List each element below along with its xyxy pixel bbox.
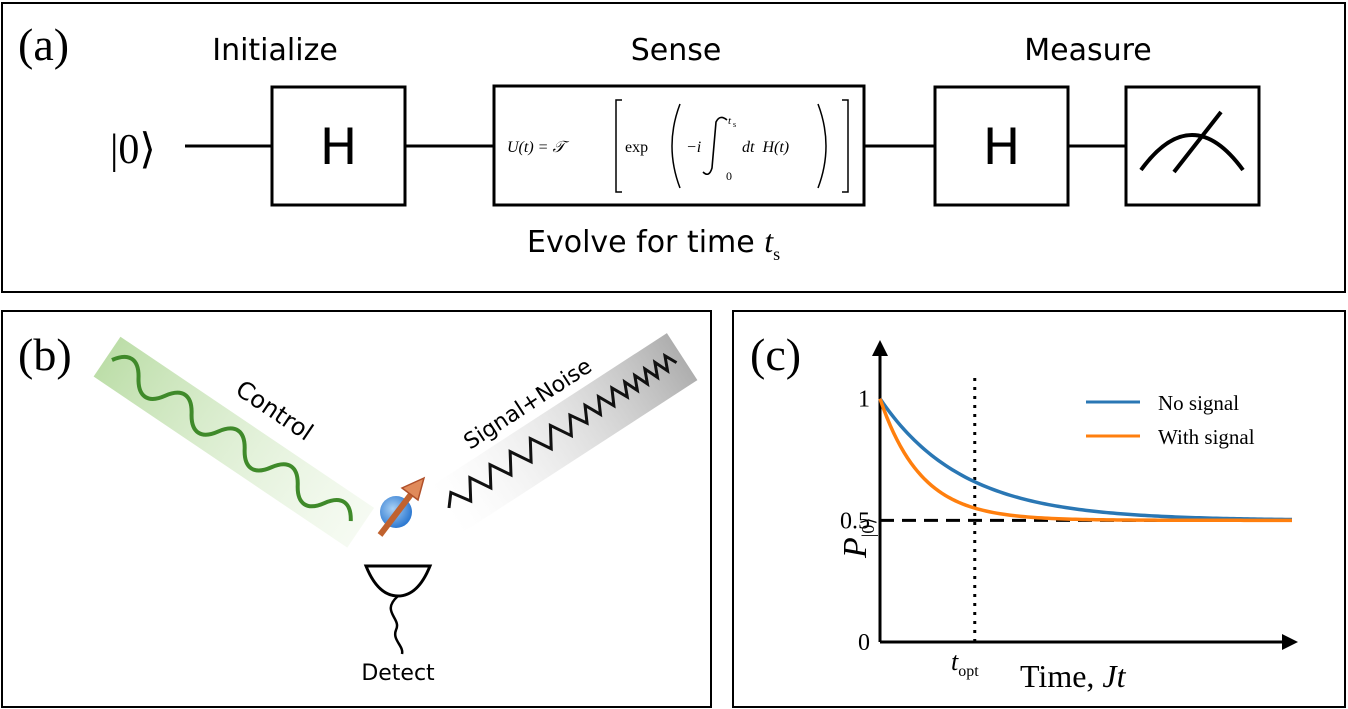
series-line-no-signal <box>878 397 1293 522</box>
integral-sign <box>702 116 728 176</box>
noisy-signal-icon <box>447 352 678 509</box>
hadamard-gate-1 <box>270 85 407 207</box>
spin-arrow-head <box>400 476 426 502</box>
unitary-exp: exp <box>625 139 648 156</box>
input-state: |0⟩ <box>110 127 156 173</box>
spin-arrow-shaft <box>377 491 415 537</box>
panel-a-frame <box>1 2 1346 293</box>
t-opt-label: topt <box>951 647 979 680</box>
qubit-icon <box>377 476 426 537</box>
y-axis-label: P|0⟩ <box>837 518 878 559</box>
meter-icon <box>1139 110 1245 174</box>
signal-noise-beam <box>430 333 698 534</box>
detector-cable <box>389 595 404 655</box>
stage-sense: Sense <box>631 33 722 68</box>
panel-c-label: (c) <box>750 329 801 380</box>
y-tick-label: 0 <box>858 630 870 656</box>
control-wave-icon <box>111 354 353 522</box>
legend-label-with-signal: With signal <box>1158 425 1255 449</box>
legend-label-no-signal: No signal <box>1158 391 1239 415</box>
y-tick-label: 0.5 <box>840 508 870 534</box>
x-axis-arrow-icon <box>1282 634 1298 650</box>
left-paren <box>671 103 681 189</box>
y-tick-labels: 00.51 <box>840 387 870 656</box>
evolve-text: Evolve for time ts <box>527 223 780 264</box>
hadamard-gate-2-label: H <box>983 118 1021 176</box>
panel-b: (b) Control Signal+Noise Detect <box>1 310 712 708</box>
unitary-minus-i: −i <box>686 139 701 156</box>
stage-initialize: Initialize <box>212 33 338 68</box>
panel-c-frame <box>732 310 1346 708</box>
detector-icon <box>363 564 433 655</box>
upper-limit: t <box>728 115 732 127</box>
right-paren <box>817 103 827 189</box>
panel-c: (c) 00.51 P|0⟩ topt Time, Jt No signal W… <box>732 310 1346 708</box>
lower-limit: 0 <box>726 169 732 183</box>
hadamard-gate-2 <box>933 85 1070 207</box>
unitary-lhs: U(t) = 𝒯 <box>507 139 569 156</box>
upper-limit-sub: s <box>733 120 736 129</box>
unitary-integrand: dt H(t) <box>742 139 789 156</box>
y-tick-label: 1 <box>858 387 870 413</box>
detect-label: Detect <box>361 661 435 686</box>
stage-measure: Measure <box>1024 33 1152 68</box>
panel-a: (a) Initialize Sense Measure |0⟩ H U(t) … <box>1 2 1346 293</box>
legend: No signal With signal <box>1086 391 1255 449</box>
panel-a-label: (a) <box>18 19 69 70</box>
hadamard-gate-1-label: H <box>320 118 358 176</box>
detector-dish <box>363 564 433 598</box>
panel-b-label: (b) <box>18 329 72 380</box>
left-bracket <box>615 99 622 193</box>
series-line-with-signal <box>878 398 1292 523</box>
control-beam-glow <box>93 336 375 548</box>
panel-b-frame <box>1 310 712 708</box>
control-beam <box>93 336 375 548</box>
right-bracket <box>842 99 849 193</box>
x-axis-label: Time, Jt <box>1020 658 1127 694</box>
y-axis-arrow-icon <box>872 340 888 356</box>
series-layer <box>878 397 1293 523</box>
